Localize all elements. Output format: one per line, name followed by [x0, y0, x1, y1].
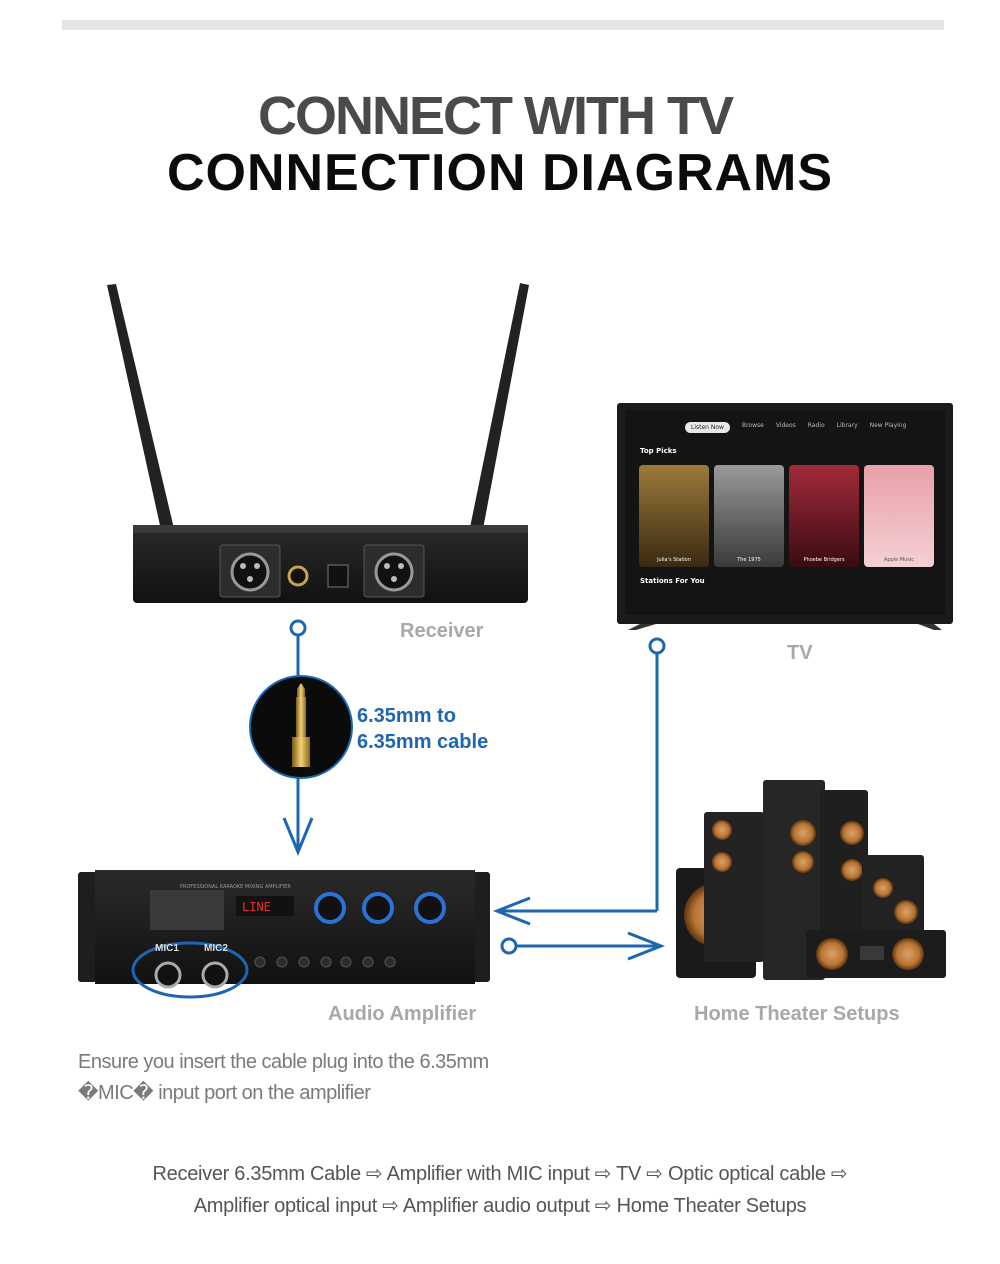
receiver-label: Receiver — [400, 620, 484, 642]
flow-line2: Amplifier optical input ⇨ Amplifier audi… — [193, 1195, 807, 1217]
tv-stations: Stations For You — [640, 577, 705, 585]
tv-card: Julia's Station — [639, 465, 709, 567]
note-line2: �MIC� input port on the amplifier — [78, 1082, 371, 1104]
amp-display-text: LINE — [242, 900, 271, 914]
cable-label-line1: 6.35mm to — [357, 705, 456, 727]
tv-card: Phoebe Bridgers — [789, 465, 859, 567]
tv-label: TV — [787, 642, 813, 664]
home-theater-speakers — [676, 780, 946, 980]
connection-flow: Receiver 6.35mm Cable ⇨ Amplifier with M… — [0, 1158, 1000, 1222]
amplifier-label: Audio Amplifier — [328, 1003, 477, 1025]
tv-nav-tabs: Listen Now Browse Videos Radio Library N… — [685, 422, 906, 433]
cable-label: 6.35mm to 6.35mm cable — [357, 703, 488, 755]
receiver-device — [107, 283, 529, 603]
insert-note: Ensure you insert the cable plug into th… — [78, 1047, 489, 1109]
tv-tab: Library — [836, 422, 858, 429]
tv-tab: Browse — [741, 422, 764, 429]
tv-tab: New Playing — [869, 422, 907, 429]
connection-lines — [282, 619, 666, 961]
tv-card: Apple Music — [864, 465, 934, 567]
cable-plug-icon — [249, 675, 353, 779]
tv-top-picks: Top Picks — [640, 447, 677, 455]
tv-card: The 1975 — [714, 465, 784, 567]
flow-line1: Receiver 6.35mm Cable ⇨ Amplifier with M… — [152, 1163, 848, 1185]
tv-screen: Listen Now Browse Videos Radio Library N… — [625, 410, 945, 615]
note-line1: Ensure you insert the cable plug into th… — [78, 1051, 489, 1073]
tv-tab: Radio — [807, 422, 825, 429]
title-connection-diagrams: CONNECTION DIAGRAMS — [166, 144, 834, 202]
tv-tab: Listen Now — [685, 422, 730, 433]
home-theater-label: Home Theater Setups — [694, 1003, 900, 1025]
cable-label-line2: 6.35mm cable — [357, 731, 489, 753]
top-divider — [62, 20, 944, 30]
mic2-label: MIC2 — [204, 943, 228, 954]
amplifier-device: LINE PROFESSIONAL KARAOKE MIXING AMPLIFI… — [78, 870, 490, 999]
tv-tab: Videos — [775, 422, 796, 429]
title-connect-with-tv: CONNECT WITH TV — [258, 86, 734, 146]
mic1-label: MIC1 — [155, 943, 179, 954]
amp-brand-text: PROFESSIONAL KARAOKE MIXING AMPLIFIER — [180, 884, 291, 890]
